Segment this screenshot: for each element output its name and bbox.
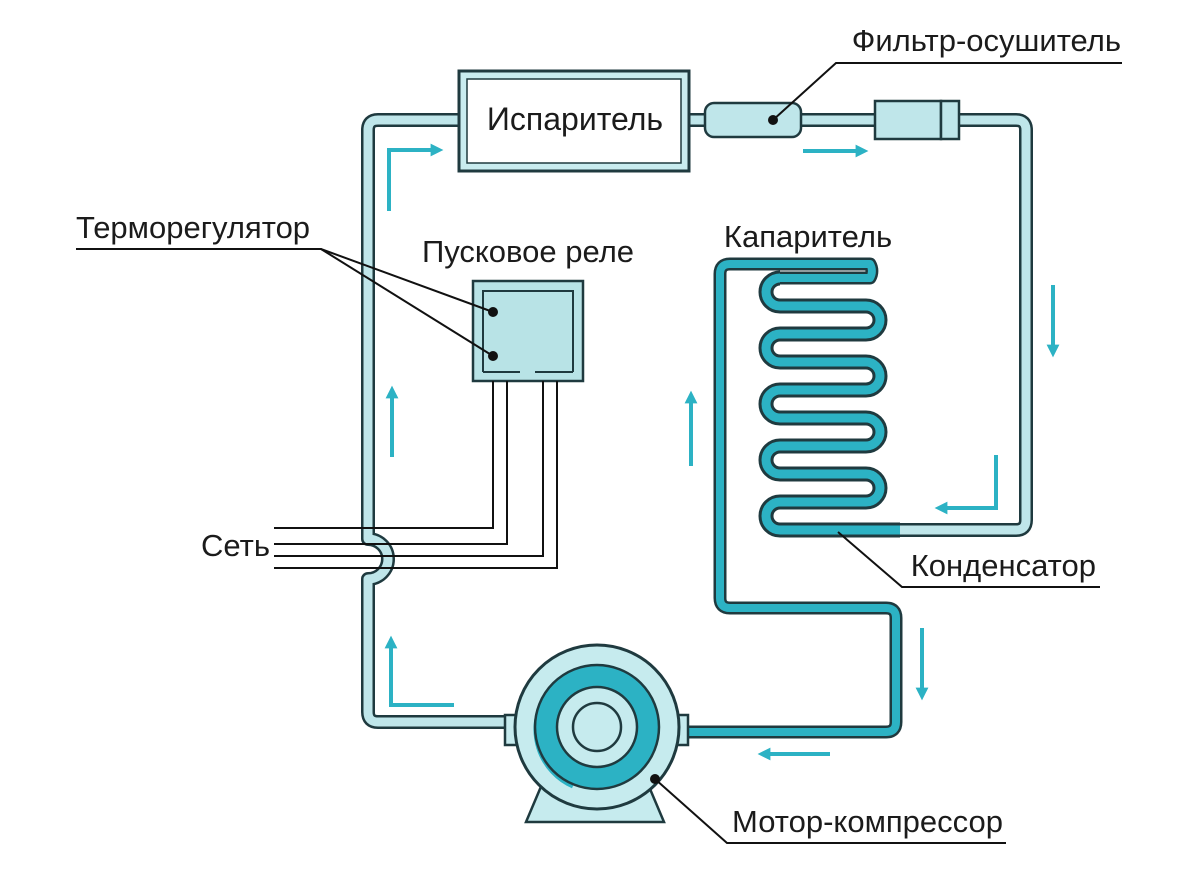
flow-arrows bbox=[384, 143, 1060, 761]
refrigerant-tubing bbox=[361, 113, 1033, 739]
filter-dryer bbox=[703, 101, 803, 139]
evaporator-label: Испаритель bbox=[487, 101, 663, 137]
labels: Фильтр-осушитель Терморегулятор Пусковое… bbox=[76, 23, 1121, 839]
evaporator: Испаритель bbox=[457, 69, 691, 173]
arrow-corner-icon bbox=[387, 143, 444, 211]
arrow-corner-icon bbox=[934, 455, 998, 515]
condenser-label: Конденсатор bbox=[911, 548, 1096, 583]
thermostat-label: Терморегулятор bbox=[76, 210, 310, 245]
tube-connector bbox=[873, 99, 961, 141]
network-label: Сеть bbox=[201, 528, 270, 563]
relay-wiring bbox=[274, 381, 558, 569]
leader-lines bbox=[76, 62, 1122, 844]
capillary-label: Капаритель bbox=[724, 219, 892, 254]
arrow-corner-icon bbox=[384, 635, 454, 707]
motor-compressor-label: Мотор-компрессор bbox=[732, 804, 1003, 839]
start-relay bbox=[471, 279, 585, 383]
filter-dryer-label: Фильтр-осушитель bbox=[852, 23, 1121, 58]
motor-compressor bbox=[503, 643, 690, 824]
start-relay-label: Пусковое реле bbox=[422, 234, 634, 269]
